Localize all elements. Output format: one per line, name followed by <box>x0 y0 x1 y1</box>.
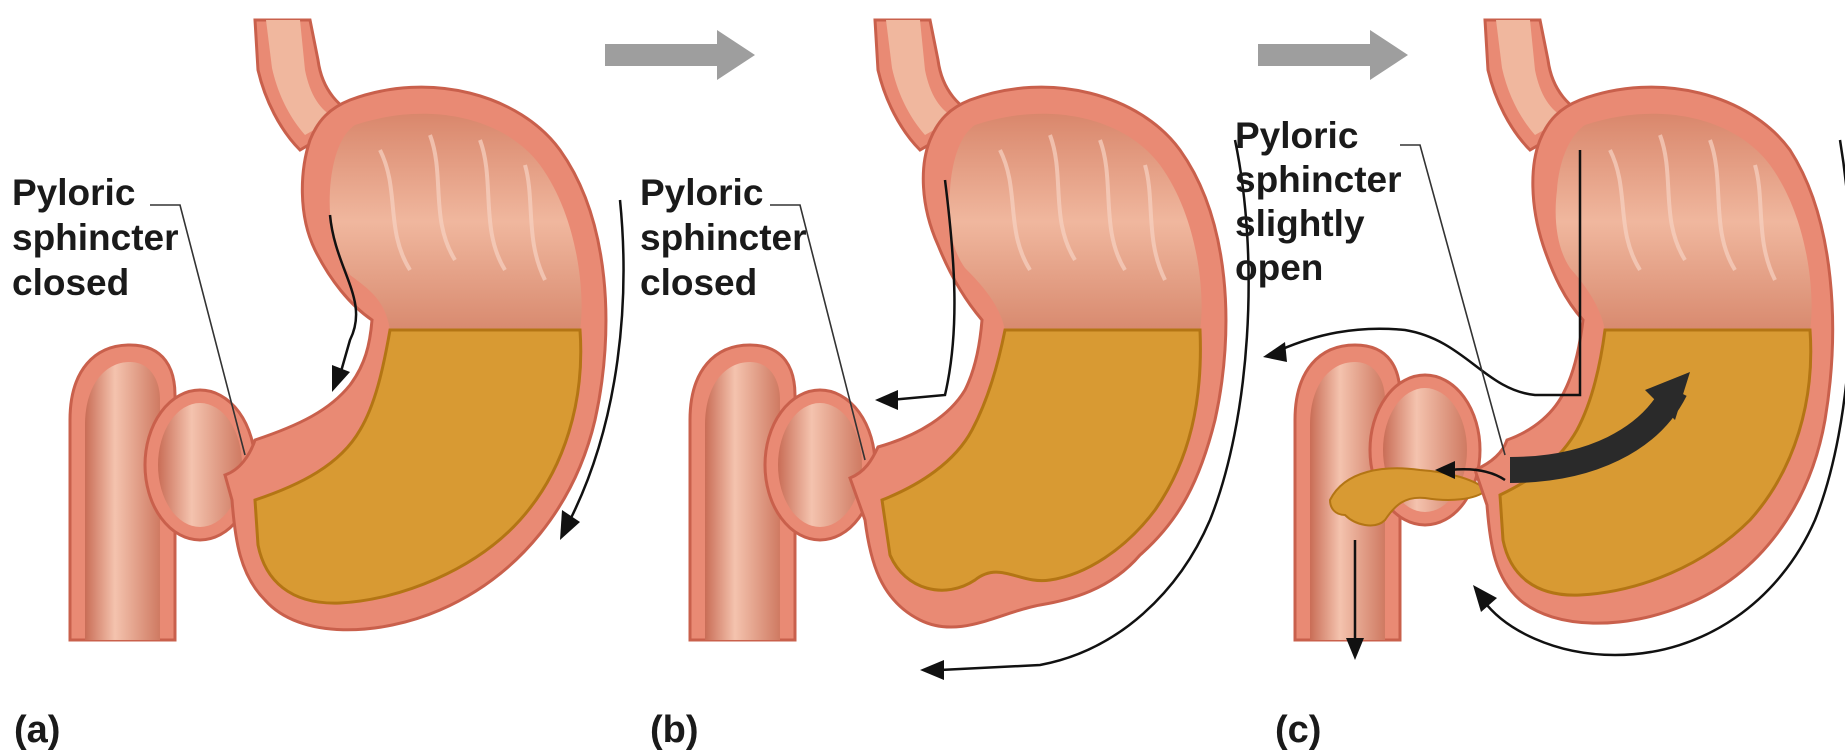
duodenum-lumen <box>705 362 780 640</box>
panel-b: Pyloric sphincter closed (b) <box>620 0 1260 756</box>
peristalsis-arrowhead-right-icon <box>920 660 944 680</box>
duodenal-bulb-lumen <box>778 403 862 527</box>
duodenum-flow-arrowhead-icon <box>1346 638 1364 660</box>
peristalsis-arrowhead-icon <box>875 390 898 410</box>
peristalsis-arrowhead-right-icon <box>1473 585 1497 612</box>
panel-b-label-line-2: sphincter <box>640 217 807 258</box>
panel-c-label-line-4: open <box>1235 247 1323 288</box>
panel-c: Pyloric sphincter slightly open (c) <box>1235 0 1845 756</box>
panel-a-label-line-3: closed <box>12 262 129 303</box>
panel-a-label-line-1: Pyloric <box>12 172 135 213</box>
panel-a: Pyloric sphincter closed (a) <box>0 0 640 756</box>
panel-b-label-line-3: closed <box>640 262 757 303</box>
panel-c-letter: (c) <box>1275 709 1321 751</box>
panel-b-letter: (b) <box>650 709 699 751</box>
backflow-arrowhead-icon <box>1263 342 1287 362</box>
panel-c-label-line-3: slightly <box>1235 203 1365 244</box>
duodenum-lumen <box>85 362 160 640</box>
panel-a-letter: (a) <box>14 709 60 751</box>
panel-b-label-line-1: Pyloric <box>640 172 763 213</box>
duodenal-bulb-lumen <box>158 403 242 527</box>
panel-a-label-line-2: sphincter <box>12 217 179 258</box>
panel-c-label-line-2: sphincter <box>1235 159 1402 200</box>
peristalsis-arrowhead-right-icon <box>560 510 580 540</box>
panel-c-label-line-1: Pyloric <box>1235 115 1358 156</box>
